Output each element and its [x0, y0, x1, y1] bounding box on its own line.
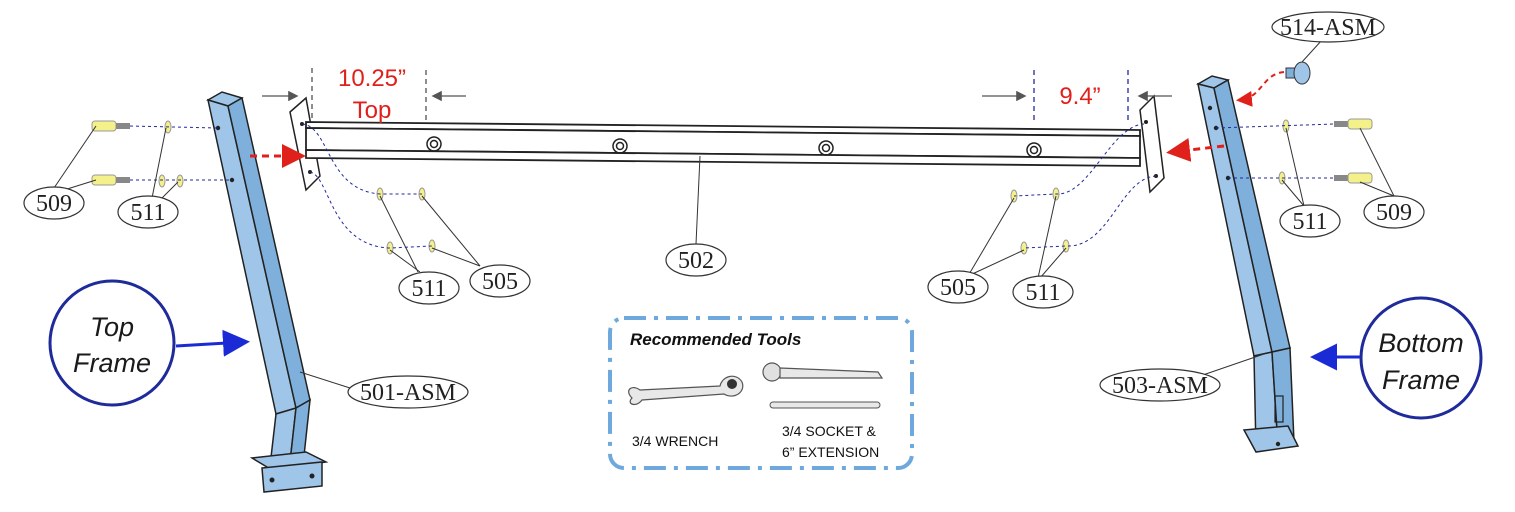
svg-text:511: 511	[1025, 280, 1060, 306]
wrench-label: 3/4 WRENCH	[632, 433, 718, 449]
svg-text:Frame: Frame	[73, 348, 151, 378]
callout-509-right: 509	[1363, 195, 1425, 229]
svg-text:501-ASM: 501-ASM	[360, 380, 456, 406]
socket-label-line1: 3/4 SOCKET &	[782, 423, 877, 439]
right-upright-frame	[1196, 75, 1300, 453]
callout-511-left: 511	[117, 195, 179, 229]
svg-text:Bottom: Bottom	[1378, 328, 1464, 358]
leader-lines	[53, 39, 1395, 389]
top-frame-label: Top Frame	[48, 279, 250, 407]
callout-505-right: 505	[927, 270, 989, 304]
assembly-path-lines	[129, 123, 1335, 249]
callout-509-left: 509	[23, 186, 85, 220]
svg-text:502: 502	[678, 248, 714, 274]
recommended-tools-box: Recommended Tools 3/4 WRENCH 3/4 SOCKET …	[608, 316, 914, 470]
crossbar	[289, 94, 1165, 194]
svg-text:503-ASM: 503-ASM	[1112, 373, 1208, 399]
svg-text:509: 509	[1376, 200, 1412, 226]
tools-title: Recommended Tools	[630, 330, 801, 349]
callout-505-left: 505	[469, 264, 531, 298]
svg-text:511: 511	[1292, 209, 1327, 235]
callout-502: 502	[665, 243, 727, 277]
dimension-lines	[262, 68, 1172, 124]
callout-514: 514-ASM	[1271, 11, 1385, 43]
hardware	[91, 61, 1373, 255]
socket-ratchet-icon	[762, 362, 884, 382]
svg-text:505: 505	[482, 269, 518, 295]
callout-501: 501-ASM	[347, 375, 469, 409]
svg-text:511: 511	[411, 276, 446, 302]
callout-511-mid-right: 511	[1012, 275, 1074, 309]
callout-511-mid-left: 511	[398, 271, 460, 305]
dimension-left-value: 10.25”	[338, 65, 406, 92]
svg-text:511: 511	[130, 200, 165, 226]
callout-511-right: 511	[1279, 204, 1341, 238]
bottom-frame-label: Bottom Frame	[1310, 296, 1483, 420]
svg-text:Frame: Frame	[1382, 365, 1460, 395]
dimension-left-note: Top	[353, 97, 392, 124]
insertion-arrows	[250, 71, 1285, 168]
wrench-icon	[628, 375, 744, 406]
callout-503: 503-ASM	[1099, 368, 1221, 402]
svg-text:Top: Top	[90, 312, 134, 342]
dimension-right-value: 9.4”	[1059, 83, 1100, 110]
socket-label-line2: 6” EXTENSION	[782, 444, 879, 460]
extension-bar-icon	[769, 401, 881, 409]
svg-text:514-ASM: 514-ASM	[1280, 15, 1376, 41]
svg-text:509: 509	[36, 191, 72, 217]
svg-text:505: 505	[940, 275, 976, 301]
left-upright-frame	[206, 91, 329, 493]
